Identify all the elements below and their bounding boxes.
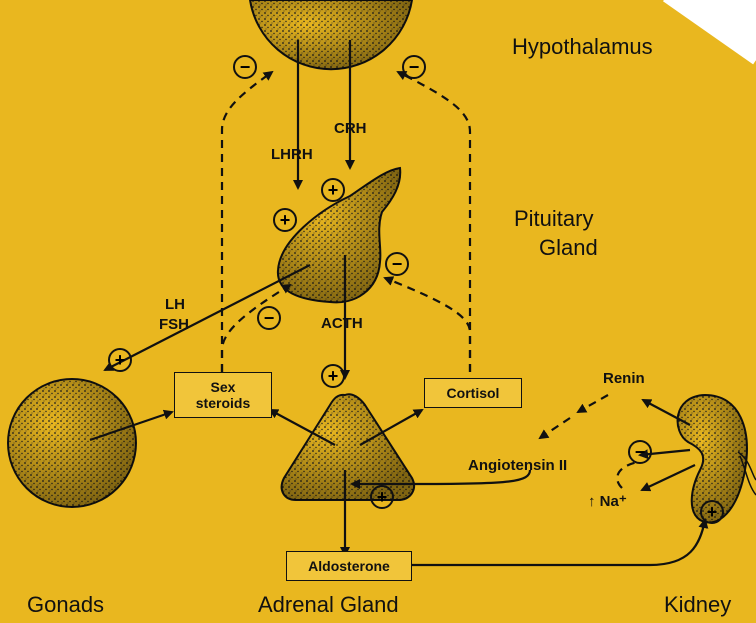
- label-kidney: Kidney: [664, 592, 731, 618]
- sign-plus-crh: +: [321, 178, 345, 202]
- label-acth: ACTH: [321, 315, 363, 332]
- label-adrenal-gland: Adrenal Gland: [258, 592, 399, 618]
- box-cortisol: Cortisol: [424, 378, 522, 408]
- sign-minus-1: −: [233, 55, 257, 79]
- box-sex-steroids-line2: steroids: [196, 395, 250, 411]
- label-fsh: FSH: [159, 316, 189, 333]
- box-sex-steroids: Sex steroids: [174, 372, 272, 418]
- label-lh: LH: [165, 296, 185, 313]
- sign-minus-4: −: [257, 306, 281, 330]
- sign-minus-kidney: −: [628, 440, 652, 464]
- label-crh: CRH: [334, 120, 367, 137]
- sign-plus-acth: +: [321, 364, 345, 388]
- sign-minus-2: −: [402, 55, 426, 79]
- hypothalamus-shape: [250, 0, 412, 69]
- label-renin: Renin: [603, 370, 645, 387]
- label-angiotensin: Angiotensin II: [468, 457, 567, 474]
- sign-plus-gonad: +: [108, 348, 132, 372]
- sign-minus-3: −: [385, 252, 409, 276]
- label-pituitary-line1: Pituitary: [514, 206, 593, 232]
- box-aldosterone: Aldosterone: [286, 551, 412, 581]
- box-sex-steroids-line1: Sex: [211, 379, 236, 395]
- sign-plus-lhrh: +: [273, 208, 297, 232]
- label-gonads: Gonads: [27, 592, 104, 618]
- gonad-shape: [8, 379, 136, 507]
- sign-plus-kidney: +: [700, 500, 724, 524]
- label-pituitary-line2: Gland: [539, 235, 598, 261]
- label-hypothalamus: Hypothalamus: [512, 34, 653, 60]
- label-sodium: ↑ Na⁺: [588, 492, 627, 510]
- sign-plus-adrenal: +: [370, 485, 394, 509]
- label-lhrh: LHRH: [271, 146, 313, 163]
